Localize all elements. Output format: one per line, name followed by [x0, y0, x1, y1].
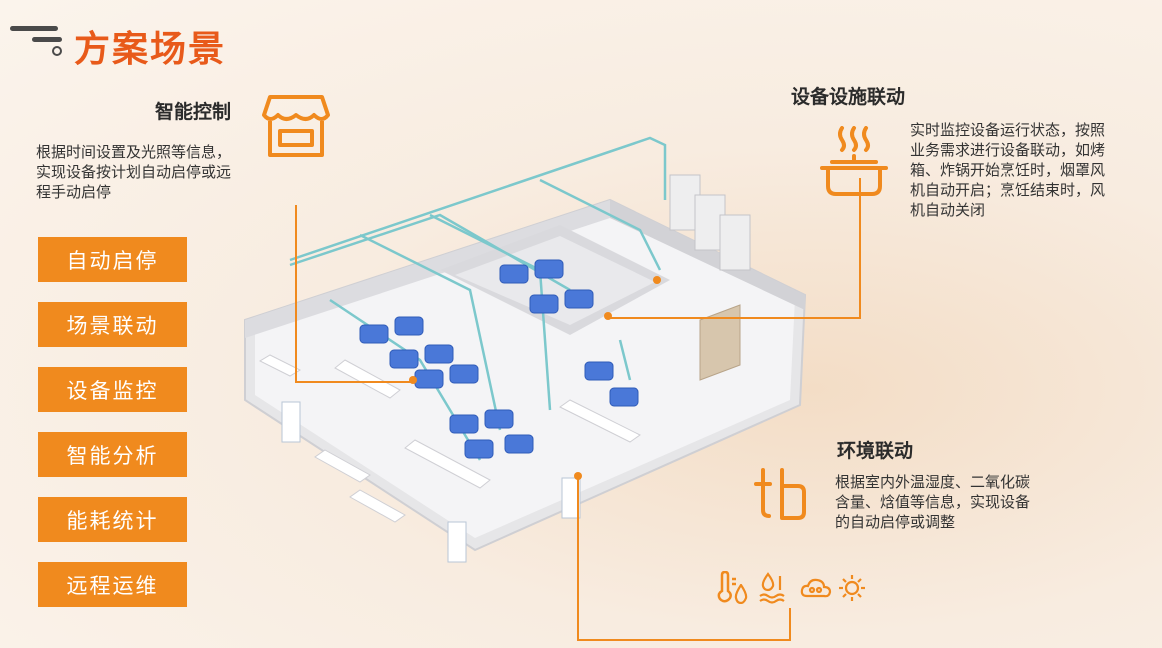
menu-lines-icon	[10, 24, 70, 58]
thermometer-icon	[714, 571, 738, 603]
desc-line: 实时监控设备运行状态，按照	[910, 121, 1106, 139]
energy-statistics-button[interactable]: 能耗统计	[38, 497, 187, 542]
water-level-icon	[758, 572, 786, 604]
page-title: 方案场景	[74, 29, 227, 70]
desc-line: 实现设备按计划自动启停或远	[36, 163, 232, 181]
desc-line: 的自动启停或调整	[835, 513, 956, 531]
environment-sensor-icon	[752, 466, 806, 526]
equipment-linkage-desc: 实时监控设备运行状态，按照 业务需求进行设备联动，如烤 箱、炸锅开始烹饪时，烟罩…	[910, 120, 1150, 220]
desc-line: 机自动开启；烹饪结束时，风	[910, 181, 1106, 199]
kitchen-floorplan-illustration	[240, 130, 820, 580]
desc-line: 箱、炸锅开始烹饪时，烟罩风	[910, 161, 1106, 179]
co2-cloud-icon	[800, 576, 832, 600]
equipment-monitoring-button[interactable]: 设备监控	[38, 367, 187, 412]
cooking-pot-icon	[818, 126, 890, 198]
environment-linkage-heading: 环境联动	[837, 440, 914, 462]
smart-control-heading: 智能控制	[155, 101, 232, 123]
desc-line: 程手动启停	[36, 183, 112, 201]
storefront-icon	[262, 93, 330, 159]
desc-line: 含量、焓值等信息，实现设备	[835, 493, 1031, 511]
sun-icon	[838, 574, 866, 602]
humidity-drop-icon	[734, 584, 748, 604]
desc-line: 根据时间设置及光照等信息，	[36, 143, 232, 161]
smart-analysis-button[interactable]: 智能分析	[38, 432, 187, 477]
equipment-linkage-heading: 设备设施联动	[791, 86, 906, 108]
smart-control-desc: 根据时间设置及光照等信息， 实现设备按计划自动启停或远 程手动启停	[36, 142, 276, 202]
desc-line: 业务需求进行设备联动，如烤	[910, 141, 1106, 159]
desc-line: 机自动关闭	[910, 201, 986, 219]
environment-linkage-desc: 根据室内外温湿度、二氧化碳 含量、焓值等信息，实现设备 的自动启停或调整	[835, 472, 1075, 532]
auto-start-stop-button[interactable]: 自动启停	[38, 237, 187, 282]
scene-linkage-button[interactable]: 场景联动	[38, 302, 187, 347]
desc-line: 根据室内外温湿度、二氧化碳	[835, 473, 1031, 491]
remote-maintenance-button[interactable]: 远程运维	[38, 562, 187, 607]
